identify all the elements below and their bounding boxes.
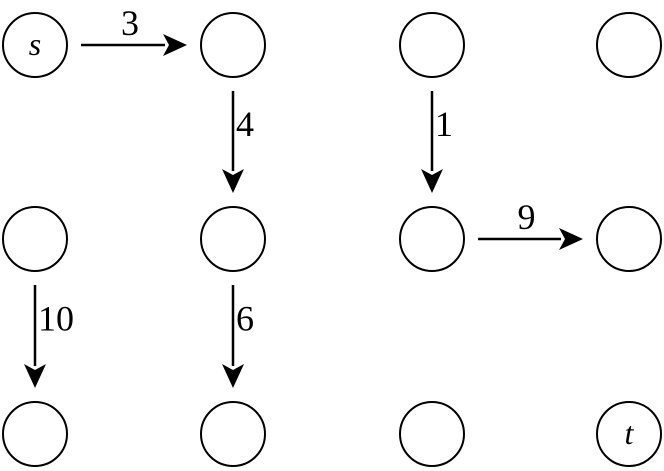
node-label: t	[625, 415, 635, 451]
node-circle	[200, 206, 266, 272]
node-label: s	[29, 26, 41, 62]
node-n23: t	[596, 401, 662, 467]
node-circle	[2, 206, 68, 272]
edge-weight-label: 3	[121, 3, 139, 43]
edge-layer: 3 4 1 9 10 6	[24, 3, 583, 388]
node-n13	[596, 206, 662, 272]
node-circle	[596, 401, 662, 467]
node-n10	[2, 206, 68, 272]
node-circle	[200, 401, 266, 467]
edge-weight-label: 4	[236, 104, 254, 144]
edge-weight-label: 6	[236, 299, 254, 339]
node-circle	[399, 401, 465, 467]
edge-n02-n12: 1	[421, 91, 453, 193]
node-circle	[596, 206, 662, 272]
arrowhead-icon	[421, 169, 443, 193]
node-circle	[2, 401, 68, 467]
node-circle	[399, 206, 465, 272]
edge-weight-label: 1	[435, 104, 453, 144]
edge-n11-n21: 6	[222, 285, 254, 388]
node-n03	[596, 12, 662, 78]
edge-weight-label: 10	[38, 299, 74, 339]
node-n02	[399, 12, 465, 78]
node-circle	[596, 12, 662, 78]
node-n20	[2, 401, 68, 467]
arrowhead-icon	[24, 364, 46, 388]
edge-n10-n20: 10	[24, 285, 74, 388]
node-n12	[399, 206, 465, 272]
node-n01	[200, 12, 266, 78]
edge-n12-n13: 9	[478, 197, 583, 250]
node-circle	[399, 12, 465, 78]
node-n21	[200, 401, 266, 467]
node-layer: st	[2, 12, 662, 467]
edge-n00-n01: 3	[81, 3, 187, 56]
arrowhead-icon	[559, 228, 583, 250]
arrowhead-icon	[163, 34, 187, 56]
arrowhead-icon	[222, 169, 244, 193]
node-n22	[399, 401, 465, 467]
node-n11	[200, 206, 266, 272]
edge-weight-label: 9	[518, 197, 536, 237]
arrowhead-icon	[222, 364, 244, 388]
node-n00: s	[2, 12, 68, 78]
node-circle	[200, 12, 266, 78]
node-circle	[2, 12, 68, 78]
edge-n01-n11: 4	[222, 91, 254, 193]
